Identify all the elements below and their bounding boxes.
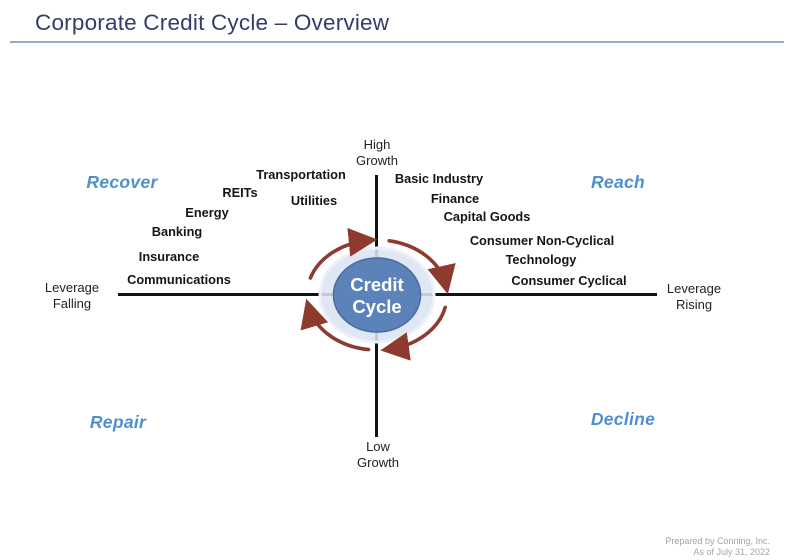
title-underline [10,41,784,43]
sector-label-finance: Finance [430,191,480,206]
sector-label-reits: REITs [222,185,258,200]
sector-label-communications: Communications [127,272,231,287]
sector-label-basic-industry: Basic Industry [394,171,484,186]
cycle-arrow-top-left-icon [308,227,378,280]
quadrant-label-repair: Repair [89,412,147,432]
credit-cycle-graphic: Credit Cycle [282,220,472,370]
cycle-arrow-top-right-icon [387,239,456,295]
axis-label-leverage-falling: Leverage Falling [44,280,100,311]
sector-label-consumer-non-cyclical: Consumer Non-Cyclical [469,233,615,248]
axis-label-low-growth: Low Growth [357,439,399,470]
footer-prepared-by: Prepared by Conning, Inc. [665,536,770,546]
credit-cycle-label-line2: Cycle [352,296,401,317]
sector-label-capital-goods: Capital Goods [443,209,531,224]
footer-as-of-date: As of July 31, 2022 [693,546,770,557]
axis-label-high-growth: High Growth [356,137,398,168]
sector-label-technology: Technology [505,252,577,267]
credit-cycle-label-line1: Credit [350,274,403,295]
quadrant-label-recover: Recover [86,172,158,192]
sector-label-energy: Energy [185,205,229,220]
credit-cycle-ellipse [332,257,422,333]
sector-label-banking: Banking [151,224,203,239]
page-title: Corporate Credit Cycle – Overview [35,10,390,35]
sector-label-utilities: Utilities [290,193,338,208]
cycle-arrow-bottom-right-icon [380,305,447,361]
sector-label-transportation: Transportation [256,167,346,182]
footer: Prepared by Conning, Inc. As of July 31,… [665,536,770,557]
quadrant-label-decline: Decline [590,409,656,429]
sector-label-insurance: Insurance [138,249,200,264]
cycle-arrow-bottom-left-icon [300,298,371,352]
sector-label-consumer-cyclical: Consumer Cyclical [511,273,627,288]
quadrant-label-reach: Reach [590,172,646,192]
axis-label-leverage-rising: Leverage Rising [666,281,722,312]
